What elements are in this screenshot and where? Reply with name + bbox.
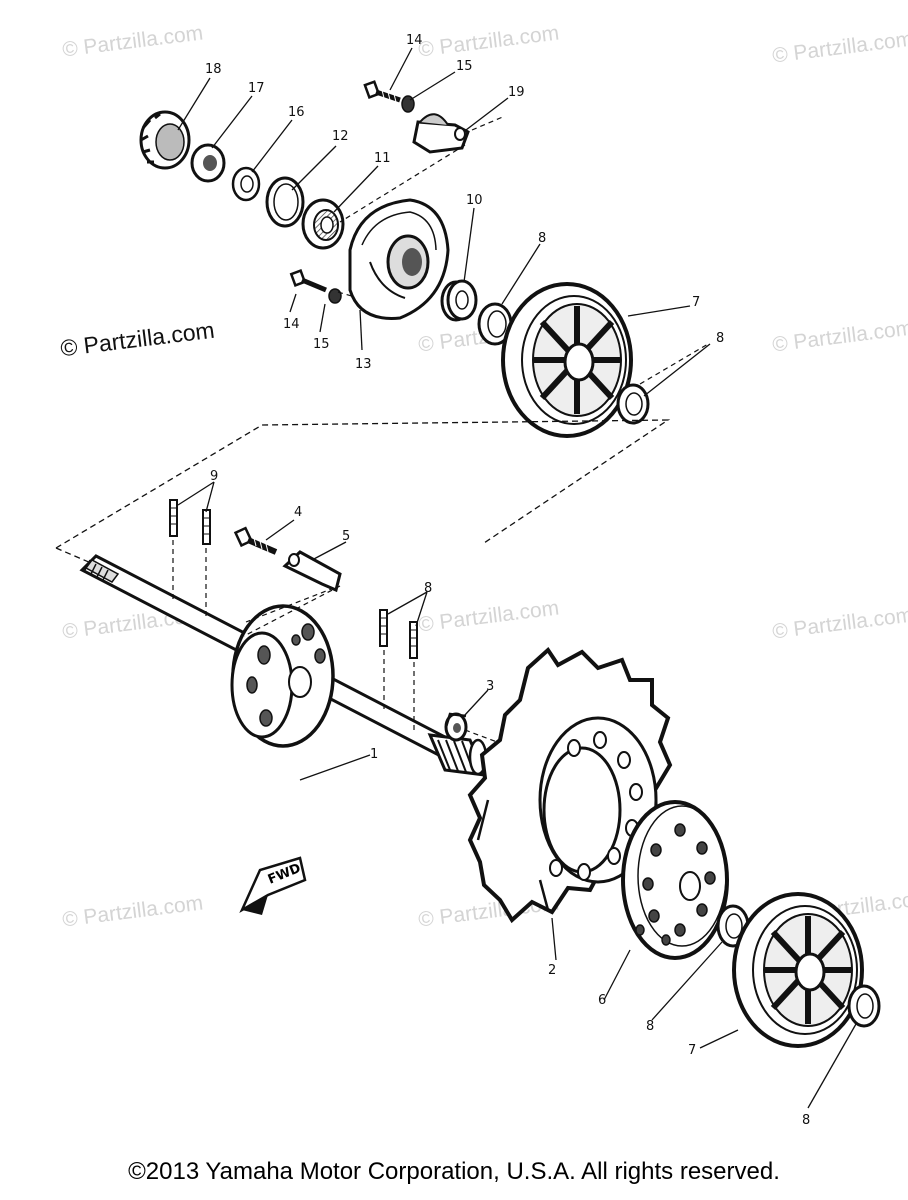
part-4-bolt <box>233 526 278 555</box>
part-17-nut <box>190 143 226 183</box>
callout-8-upper-2: 8 <box>716 331 724 346</box>
part-14-bolt-upper <box>363 80 401 103</box>
part-8-washer-upper-2 <box>616 383 650 425</box>
part-8-pins-shaft <box>379 609 418 659</box>
part-8-washer-upper-1 <box>477 302 513 346</box>
part-13-bearing-housing <box>348 198 450 320</box>
forward-direction-arrow-icon: FWD <box>239 856 307 915</box>
part-19-bracket <box>412 113 470 154</box>
drive-flange <box>230 604 335 748</box>
callout-7-upper: 7 <box>692 295 700 310</box>
callout-9: 9 <box>210 469 218 484</box>
part-7-idler-wheel-upper <box>501 282 633 438</box>
callout-15-lower: 15 <box>313 337 330 352</box>
callout-17: 17 <box>248 81 265 96</box>
callout-15-upper: 15 <box>456 59 473 74</box>
part-16-washer <box>231 166 261 202</box>
part-14-bolt-lower <box>289 269 327 293</box>
callout-2: 2 <box>548 963 556 978</box>
callouts: 18 17 16 12 11 14 15 19 10 8 7 8 14 15 1… <box>205 33 810 1128</box>
callout-8-upper-1: 8 <box>538 231 546 246</box>
callout-14-lower: 14 <box>283 317 300 332</box>
alignment-lines-lower <box>172 540 541 759</box>
callout-8-lower-1: 8 <box>646 1019 654 1034</box>
alignment-frame <box>55 419 671 549</box>
callout-18: 18 <box>205 62 222 77</box>
callout-13: 13 <box>355 357 372 372</box>
part-6-plate <box>621 800 729 960</box>
callout-6: 6 <box>598 993 606 1008</box>
callout-5: 5 <box>342 529 350 544</box>
part-18-end-cap <box>139 110 191 170</box>
callout-14-upper: 14 <box>406 33 423 48</box>
part-12-circlip <box>265 176 305 228</box>
callout-8-shaft: 8 <box>424 581 432 596</box>
callout-3: 3 <box>486 679 494 694</box>
part-7-idler-wheel-lower <box>732 892 864 1048</box>
part-11-bearing <box>301 198 345 250</box>
part-5-clip <box>282 550 342 593</box>
part-15-washer-lower <box>328 288 342 304</box>
part-3-collar <box>444 712 468 742</box>
callout-7-lower: 7 <box>688 1043 696 1058</box>
callout-4: 4 <box>294 505 302 520</box>
callout-19: 19 <box>508 85 525 100</box>
callout-12: 12 <box>332 129 349 144</box>
part-2-sprocket <box>467 646 673 924</box>
copyright-footer: ©2013 Yamaha Motor Corporation, U.S.A. A… <box>128 1158 780 1185</box>
callout-8-lower-2: 8 <box>802 1113 810 1128</box>
callout-11: 11 <box>374 151 391 166</box>
leader-lines <box>177 47 857 1109</box>
part-8-washer-lower-2 <box>847 984 881 1028</box>
part-9-pins <box>169 499 211 545</box>
part-10-bushing <box>440 279 478 322</box>
callout-10: 10 <box>466 193 483 208</box>
alignment-lines-upper <box>337 115 709 385</box>
callout-16: 16 <box>288 105 305 120</box>
callout-1: 1 <box>370 747 378 762</box>
